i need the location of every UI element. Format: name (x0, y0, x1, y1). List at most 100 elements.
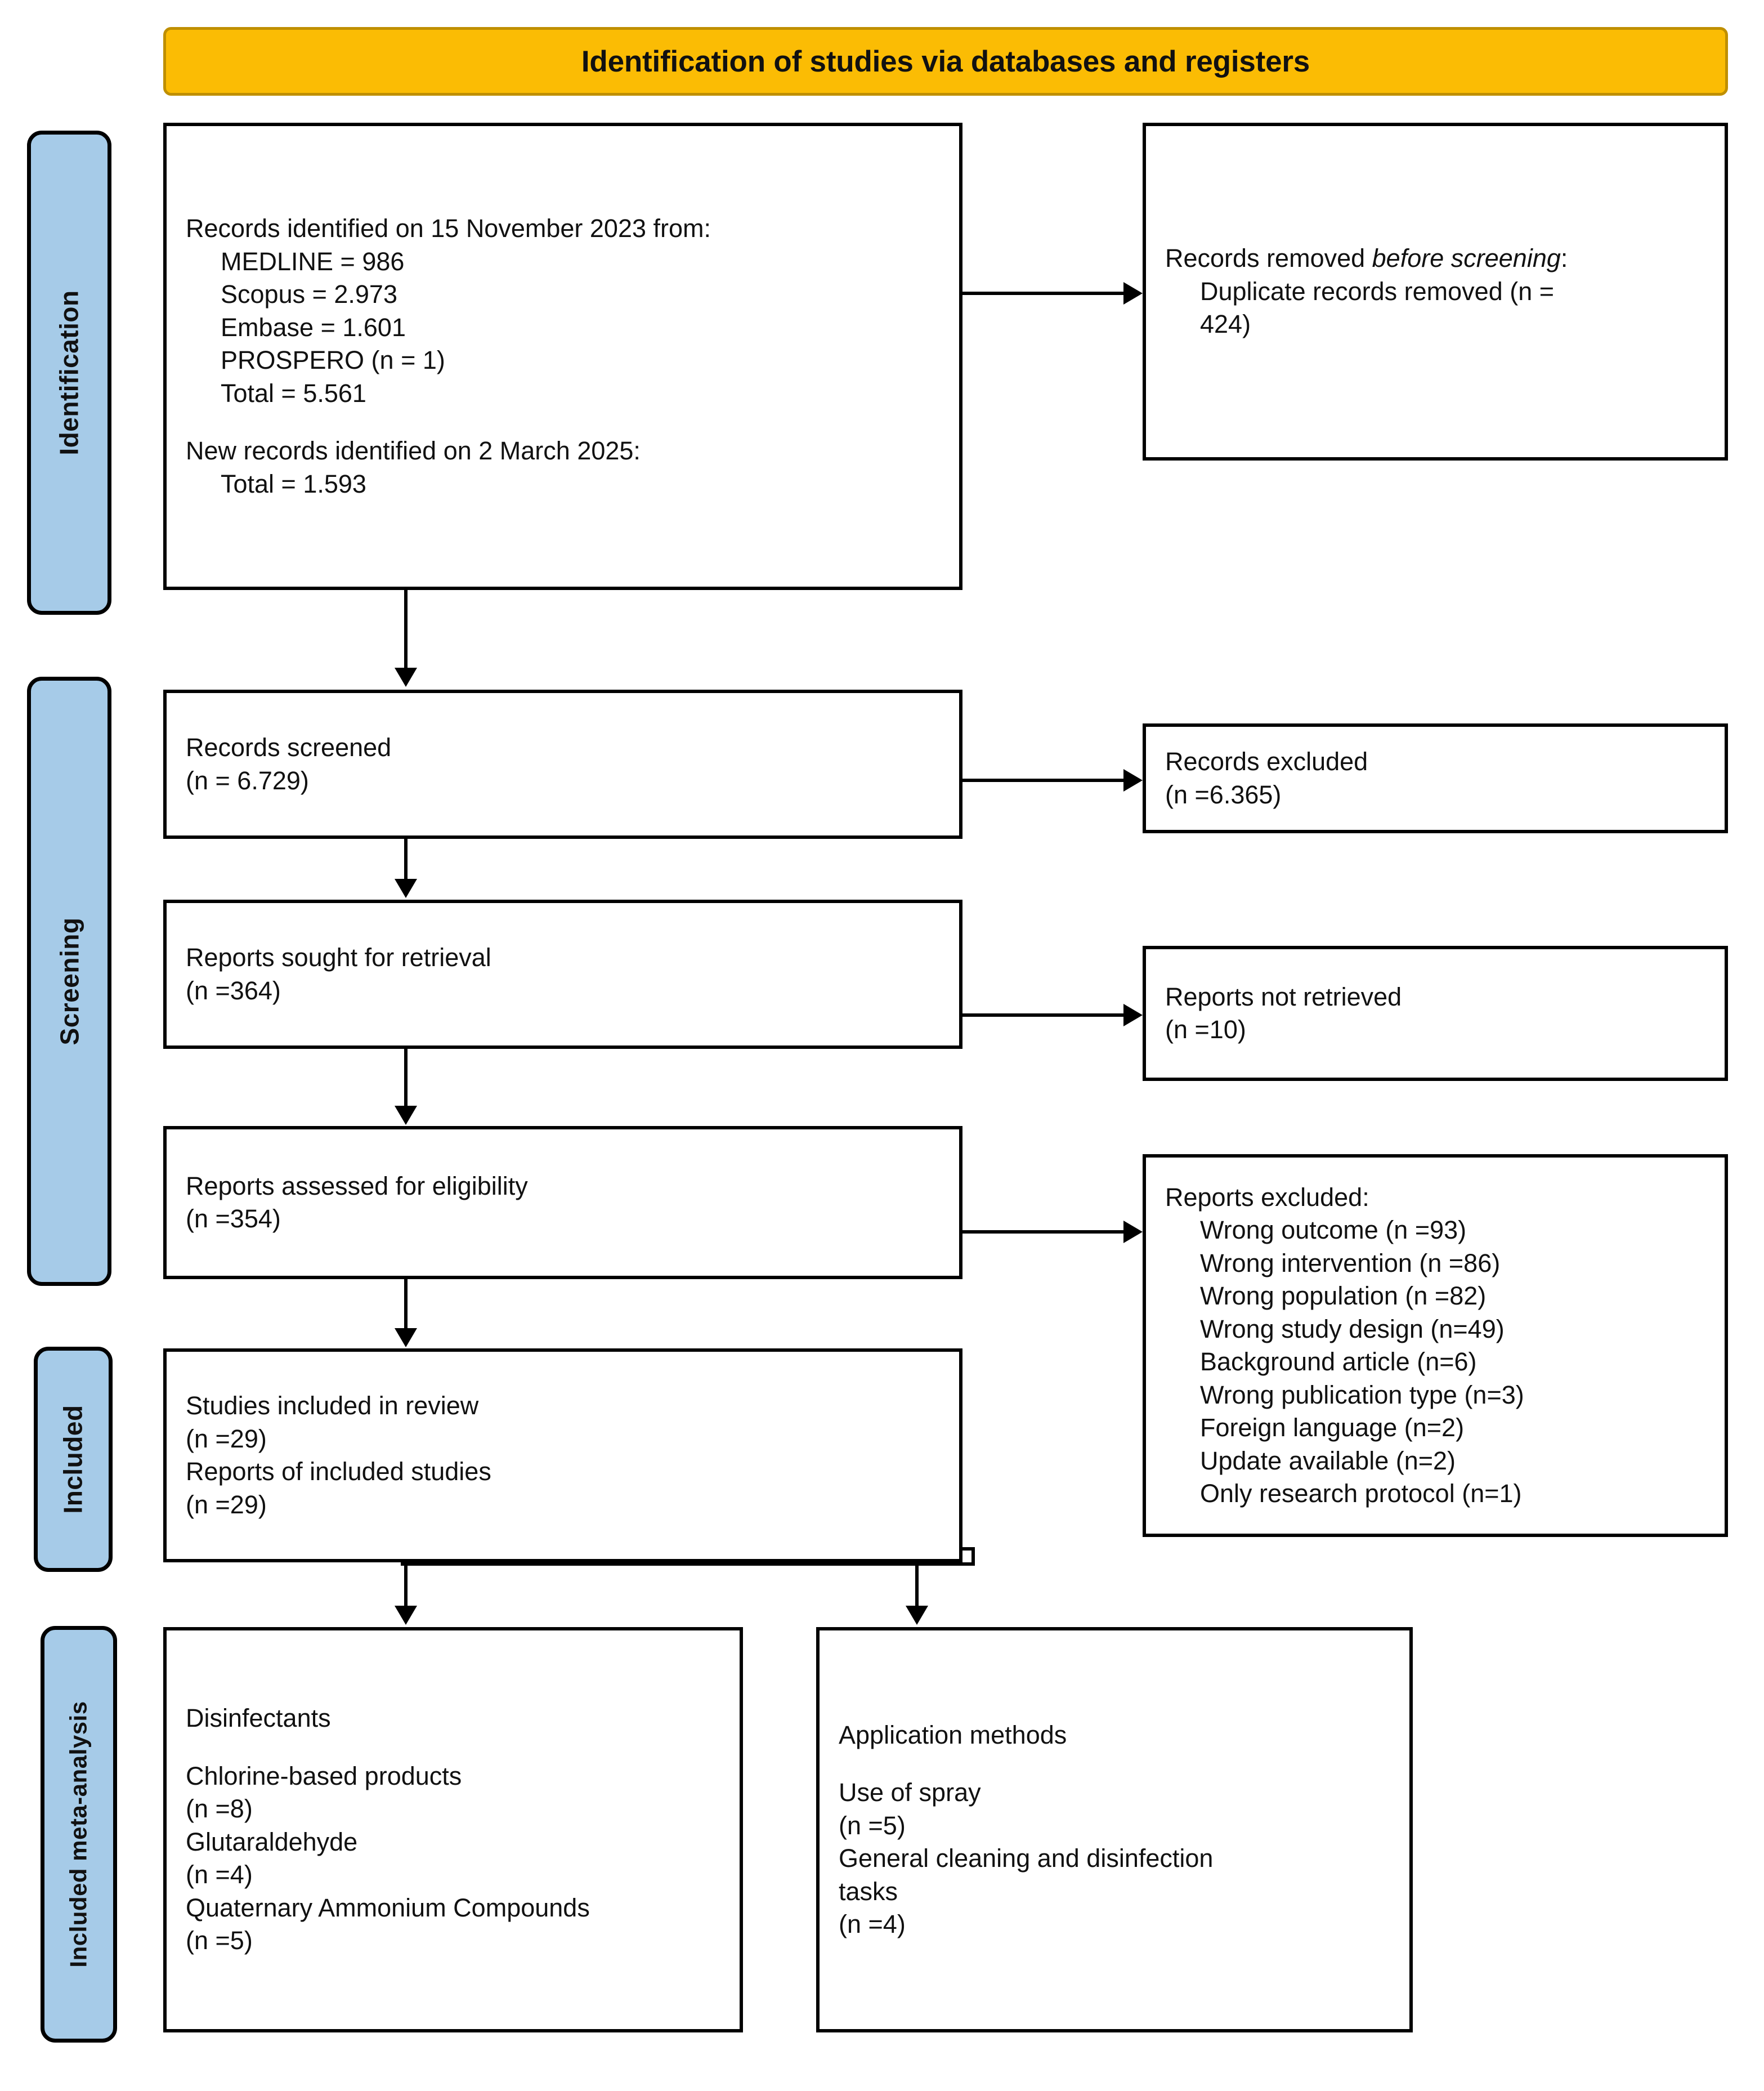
box-records-removed-before-screening: Records removed before screening: Duplic… (1143, 123, 1728, 461)
disinfectants-content: Disinfectants Chlorine-based products (n… (167, 1702, 740, 1958)
records-screened-content: Records screened (n = 6.729) (167, 731, 959, 797)
header-banner: Identification of studies via databases … (163, 27, 1728, 96)
disinfectant-count: (n =8) (186, 1794, 253, 1824)
header-title: Identification of studies via databases … (581, 44, 1310, 78)
reports-excluded-reason: Only research protocol (n=1) (1200, 1479, 1522, 1508)
application-method-name: Use of spray (839, 1778, 981, 1807)
records-removed-content: Records removed before screening: Duplic… (1146, 242, 1725, 341)
reports-sought-content: Reports sought for retrieval (n =364) (167, 941, 959, 1007)
stage-identification: Identification (27, 131, 111, 615)
connector-included-to-application-elbow (962, 1547, 975, 1551)
arrow-included-to-disinfectants (395, 1606, 417, 1625)
stage-included-meta-analysis: Included meta-analysis (41, 1626, 117, 2043)
box-records-identified: Records identified on 15 November 2023 f… (163, 123, 962, 590)
studies-included-count: (n =29) (186, 1424, 267, 1453)
duplicate-records-removed-line1: Duplicate records removed (n = (1200, 276, 1555, 306)
box-reports-assessed-for-eligibility: Reports assessed for eligibility (n =354… (163, 1126, 962, 1279)
box-reports-not-retrieved: Reports not retrieved (n =10) (1143, 946, 1728, 1081)
reports-excluded-reason: Update available (n=2) (1200, 1446, 1456, 1475)
stage-screening-label: Screening (55, 917, 84, 1046)
box-records-screened: Records screened (n = 6.729) (163, 690, 962, 839)
reports-sought-label: Reports sought for retrieval (186, 943, 491, 972)
stage-included-label: Included (59, 1405, 88, 1514)
box-reports-sought-for-retrieval: Reports sought for retrieval (n =364) (163, 900, 962, 1049)
records-removed-prefix: Records removed (1165, 244, 1372, 273)
records-identified-embase: Embase = 1.601 (221, 312, 406, 342)
disinfectant-name: Chlorine-based products (186, 1761, 462, 1790)
connector-sought-to-assessed (404, 1049, 408, 1106)
arrow-assessed-to-studies-included (395, 1328, 417, 1347)
reports-excluded-content: Reports excluded: Wrong outcome (n =93) … (1146, 1181, 1725, 1511)
records-identified-spacer (186, 410, 940, 435)
records-screened-label: Records screened (186, 733, 392, 762)
records-excluded-content: Records excluded (n =6.365) (1146, 745, 1725, 811)
reports-assessed-content: Reports assessed for eligibility (n =354… (167, 1170, 959, 1236)
connector-included-to-application-riser (971, 1547, 975, 1564)
reports-excluded-reason: Wrong publication type (n=3) (1200, 1380, 1524, 1409)
reports-assessed-label: Reports assessed for eligibility (186, 1171, 528, 1200)
box-disinfectants: Disinfectants Chlorine-based products (n… (163, 1627, 743, 2032)
records-removed-heading: Records removed before screening: (1165, 242, 1705, 275)
records-identified-heading: Records identified on 15 November 2023 f… (186, 214, 711, 243)
application-method-name: General cleaning and disinfection (839, 1844, 1214, 1873)
disinfectants-spacer (186, 1735, 720, 1760)
arrow-included-to-application-methods (906, 1606, 928, 1625)
duplicate-records-removed-line2: 424) (1200, 310, 1251, 339)
application-methods-title: Application methods (839, 1720, 1067, 1749)
connector-included-to-disinfectants (404, 1562, 408, 1606)
studies-included-content: Studies included in review (n =29) Repor… (167, 1389, 959, 1521)
application-methods-content: Application methods Use of spray (n =5) … (820, 1719, 1409, 1941)
application-methods-spacer (839, 1752, 1390, 1776)
disinfectant-count: (n =5) (186, 1926, 253, 1955)
records-excluded-label: Records excluded (1165, 747, 1368, 776)
connector-assessed-to-reports-excluded (962, 1230, 1126, 1234)
records-identified-content: Records identified on 15 November 2023 f… (167, 212, 959, 501)
connector-screened-to-excluded (962, 779, 1126, 782)
reports-excluded-reason: Wrong intervention (n =86) (1200, 1248, 1501, 1277)
stage-identification-label: Identification (55, 290, 84, 455)
records-identified-prospero: PROSPERO (n = 1) (221, 346, 445, 374)
reports-of-included-studies-count: (n =29) (186, 1490, 267, 1519)
disinfectants-title: Disinfectants (186, 1704, 331, 1733)
connector-screened-to-sought (404, 839, 408, 879)
reports-not-retrieved-count: (n =10) (1165, 1015, 1246, 1044)
connector-identified-to-screened (404, 590, 408, 669)
records-identified-medline: MEDLINE = 986 (221, 247, 405, 276)
box-application-methods: Application methods Use of spray (n =5) … (816, 1627, 1413, 2032)
disinfectant-name: Quaternary Ammonium Compounds (186, 1893, 590, 1922)
application-method-name-cont: tasks (839, 1876, 898, 1906)
stage-included: Included (34, 1347, 113, 1572)
arrow-screened-to-excluded (1123, 769, 1143, 792)
connector-identified-to-removed (962, 292, 1126, 295)
arrow-assessed-to-reports-excluded (1123, 1221, 1143, 1243)
arrow-sought-to-not-retrieved (1123, 1004, 1143, 1026)
reports-excluded-reason: Wrong study design (n=49) (1200, 1314, 1505, 1343)
connector-included-to-application-drop (915, 1562, 919, 1606)
records-identified-scopus: Scopus = 2.973 (221, 280, 397, 309)
box-studies-included-in-review: Studies included in review (n =29) Repor… (163, 1348, 962, 1562)
reports-excluded-reason: Wrong outcome (n =93) (1200, 1216, 1467, 1244)
connector-assessed-to-studies-included (404, 1279, 408, 1329)
reports-sought-count: (n =364) (186, 976, 281, 1005)
stage-included-meta-analysis-label: Included meta-analysis (65, 1701, 92, 1968)
reports-excluded-reason: Foreign language (n=2) (1200, 1413, 1465, 1442)
stage-screening: Screening (27, 677, 111, 1286)
reports-not-retrieved-content: Reports not retrieved (n =10) (1146, 981, 1725, 1047)
disinfectant-name: Glutaraldehyde (186, 1827, 358, 1856)
application-method-count: (n =4) (839, 1910, 906, 1938)
arrow-sought-to-assessed (395, 1106, 417, 1125)
application-method-count: (n =5) (839, 1811, 906, 1840)
connector-included-to-application-span (401, 1562, 975, 1566)
reports-of-included-studies-label: Reports of included studies (186, 1457, 491, 1486)
studies-included-label: Studies included in review (186, 1391, 479, 1420)
records-excluded-count: (n =6.365) (1165, 780, 1282, 809)
records-screened-count: (n = 6.729) (186, 766, 309, 795)
reports-excluded-title: Reports excluded: (1165, 1182, 1369, 1212)
records-removed-suffix: : (1560, 244, 1568, 273)
reports-excluded-reason: Wrong population (n =82) (1200, 1281, 1487, 1310)
reports-excluded-reason: Background article (n=6) (1200, 1347, 1477, 1376)
reports-assessed-count: (n =354) (186, 1204, 281, 1233)
box-records-excluded: Records excluded (n =6.365) (1143, 723, 1728, 833)
arrow-screened-to-sought (395, 879, 417, 898)
